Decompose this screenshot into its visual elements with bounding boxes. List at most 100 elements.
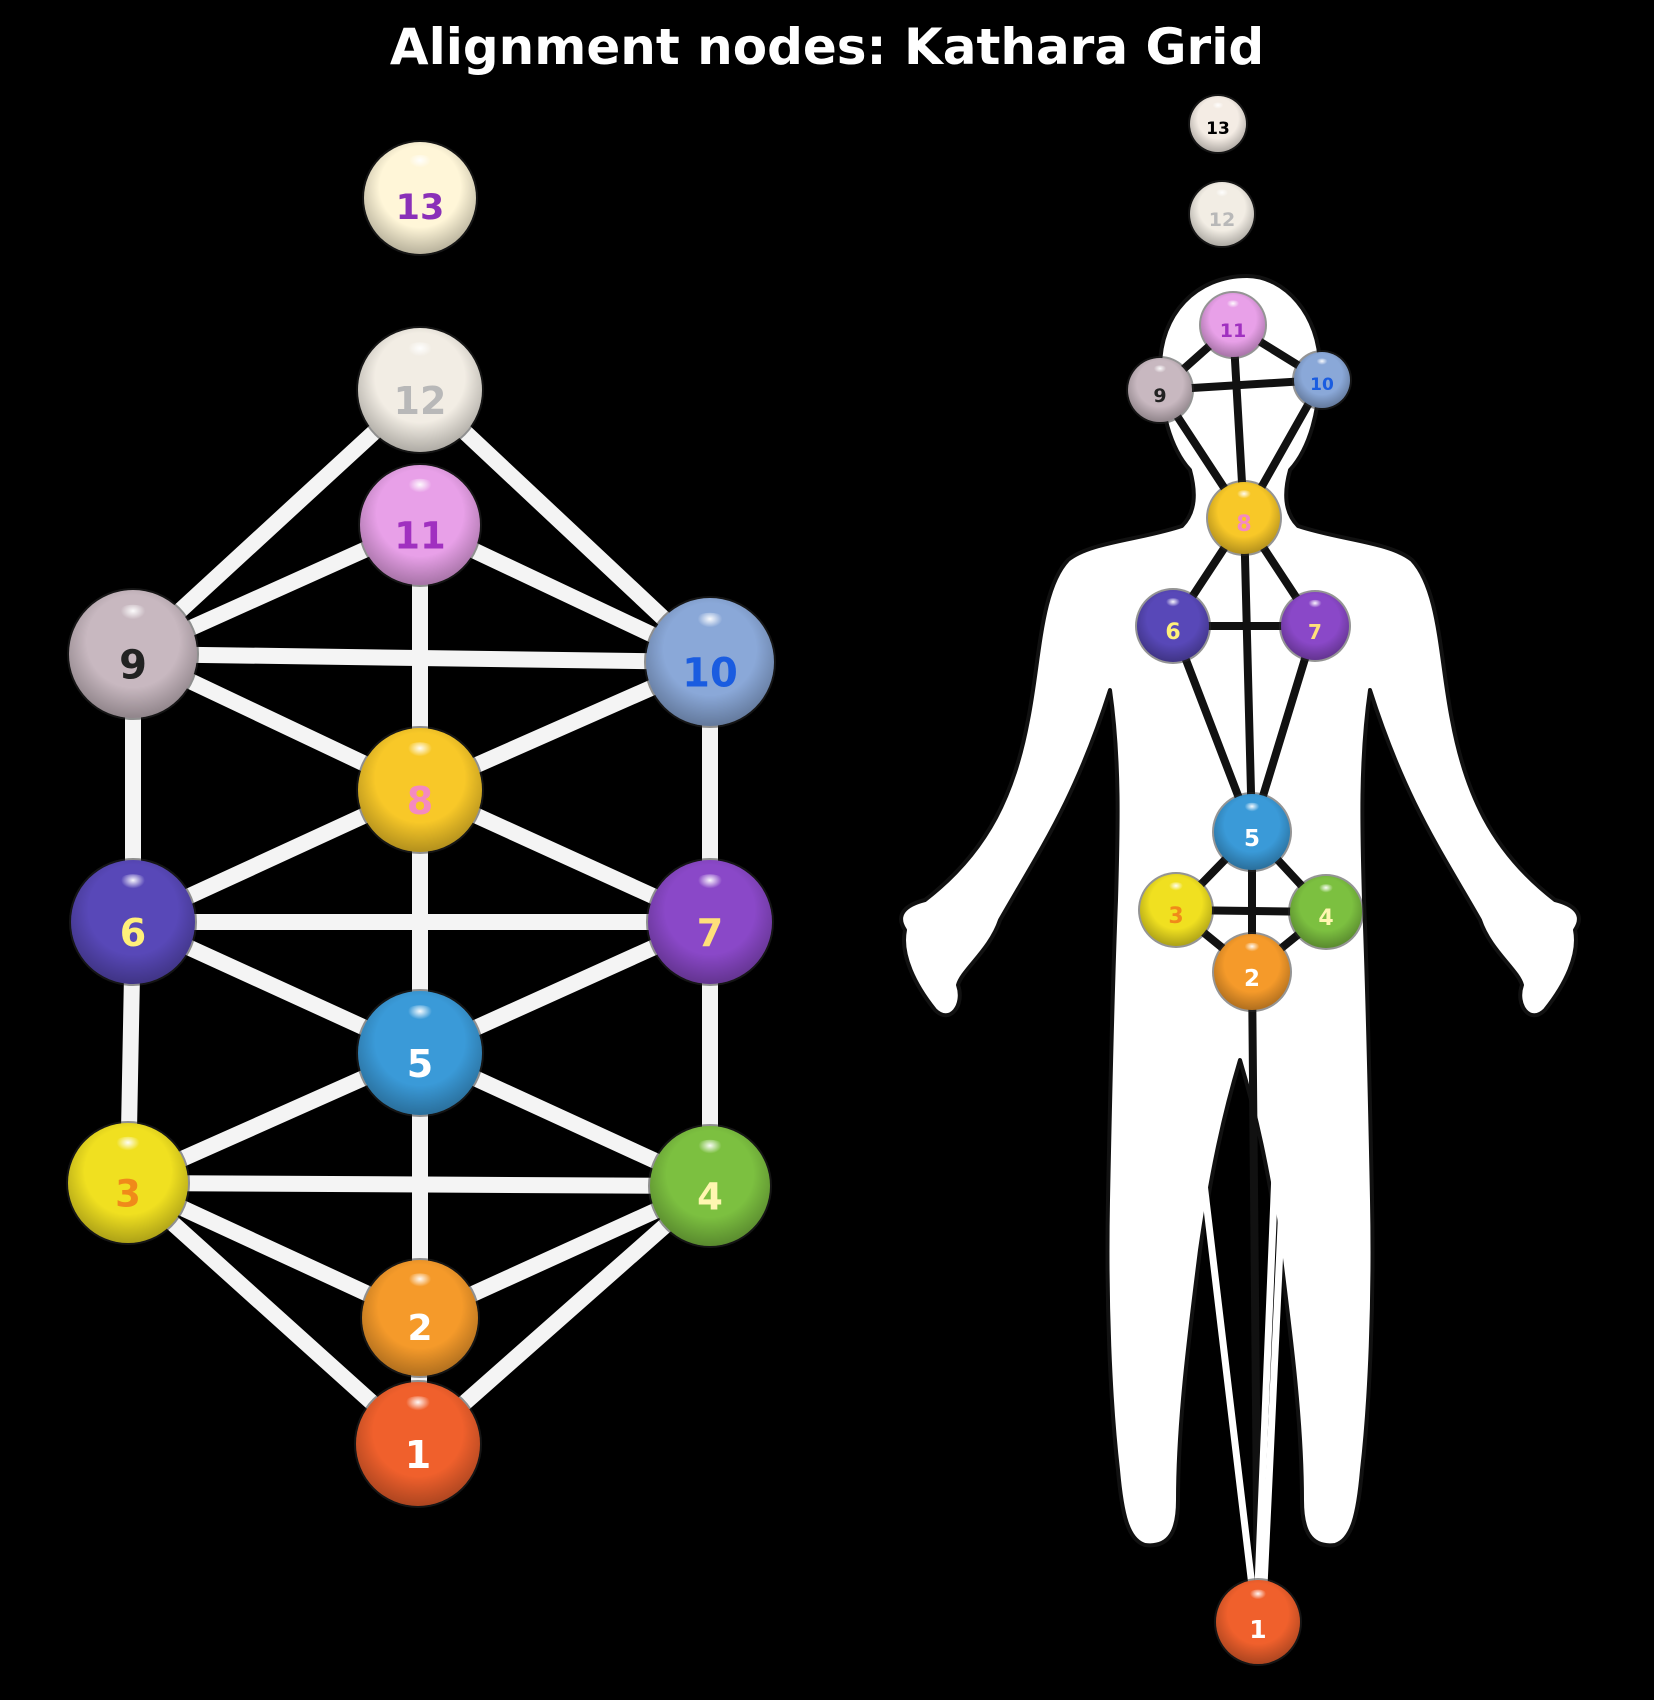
node-highlight [1161, 598, 1185, 615]
node-shade [1214, 794, 1290, 870]
node-highlight [108, 1136, 148, 1164]
node-shade [1190, 182, 1254, 246]
grid-node-label: 12 [394, 379, 447, 423]
body-node-5: 5 [1212, 792, 1292, 872]
grid-node-1: 1 [354, 1380, 482, 1508]
grid-node-label: 4 [697, 1175, 723, 1218]
edge-9-10 [125, 646, 718, 670]
grid-node-label: 9 [119, 643, 147, 689]
node-highlight [1164, 882, 1188, 899]
edge-4-1 [410, 1178, 718, 1452]
node-highlight [1149, 365, 1171, 380]
node-shade [356, 1382, 480, 1506]
edge-8-5 [1240, 514, 1256, 836]
node-highlight [401, 1273, 439, 1299]
body-node-7: 7 [1279, 590, 1351, 662]
grid-node-13: 13 [362, 140, 478, 256]
body-node-label: 4 [1318, 906, 1333, 931]
body-node-label: 13 [1206, 119, 1230, 139]
node-shade [1281, 592, 1349, 660]
grid-node-9: 9 [67, 588, 199, 720]
grid-node-12: 12 [356, 326, 484, 454]
body-node-label: 3 [1168, 904, 1183, 929]
node-shade [362, 1260, 478, 1376]
grid-node-2: 2 [360, 1258, 480, 1378]
node-highlight [1239, 942, 1265, 960]
body-leg-lines [1178, 998, 1296, 1590]
node-highlight [402, 154, 438, 180]
grid-node-5: 5 [356, 989, 484, 1117]
node-shade [1140, 874, 1212, 946]
node-highlight [400, 478, 440, 506]
node-highlight [400, 342, 440, 370]
node-highlight [112, 604, 154, 633]
grid-node-label: 1 [405, 1433, 431, 1477]
node-highlight [690, 874, 730, 902]
body-node-1: 1 [1214, 1578, 1302, 1666]
node-shade [69, 590, 197, 718]
edge-3-4 [120, 1175, 718, 1194]
body-node-label: 2 [1244, 966, 1260, 992]
body-node-11: 11 [1199, 291, 1267, 359]
node-highlight [1304, 599, 1326, 615]
grid-node-6: 6 [69, 858, 197, 986]
node-shade [1290, 876, 1362, 948]
grid-node-label: 11 [394, 514, 446, 557]
node-shade [1294, 352, 1350, 408]
node-shade [1208, 482, 1280, 554]
grid-node-label: 5 [407, 1042, 433, 1086]
node-shade [358, 728, 482, 852]
page-title: Alignment nodes: Kathara Grid [389, 18, 1265, 76]
grid-node-4: 4 [648, 1124, 772, 1248]
node-highlight [1314, 884, 1338, 901]
node-shade [1137, 590, 1209, 662]
body-node-label: 8 [1236, 512, 1251, 537]
grid-node-7: 7 [646, 858, 774, 986]
node-highlight [400, 1005, 440, 1033]
edge-12-10 [412, 382, 718, 670]
body-node-label: 5 [1244, 826, 1260, 852]
leg-line [1260, 998, 1296, 1590]
grid-node-11: 11 [358, 463, 482, 587]
body-node-3: 3 [1138, 872, 1214, 948]
node-highlight [113, 874, 153, 902]
node-shade [68, 1123, 188, 1243]
body-node-label: 7 [1308, 620, 1322, 644]
node-shade [1216, 1580, 1300, 1664]
node-highlight [1313, 358, 1331, 371]
leg-line [1178, 998, 1256, 1590]
body-node-8: 8 [1206, 480, 1282, 556]
node-highlight [690, 1139, 730, 1167]
edge-3-1 [120, 1175, 426, 1452]
body-node-10: 10 [1292, 350, 1352, 410]
node-shade [646, 598, 774, 726]
body-node-label: 9 [1153, 385, 1166, 407]
node-highlight [1244, 1589, 1272, 1609]
grid-node-label: 6 [120, 911, 146, 955]
node-shade [358, 991, 482, 1115]
body-node-6: 6 [1135, 588, 1211, 664]
body-node-9: 9 [1126, 356, 1194, 424]
node-shade [360, 465, 480, 585]
node-shade [650, 1126, 770, 1246]
node-shade [1214, 934, 1290, 1010]
node-shade [358, 328, 482, 452]
node-shade [1128, 358, 1192, 422]
grid-node-label: 2 [407, 1308, 432, 1349]
node-highlight [1211, 189, 1233, 204]
node-shade [364, 142, 476, 254]
node-shade [1190, 96, 1246, 152]
body-node-label: 10 [1310, 375, 1334, 395]
node-shade [71, 860, 195, 984]
body-node-label: 6 [1165, 620, 1180, 645]
body-node-label: 12 [1209, 209, 1235, 231]
grid-node-label: 10 [682, 651, 738, 697]
body-node-label: 11 [1220, 320, 1246, 342]
leg-line [1254, 998, 1286, 1590]
grid-node-3: 3 [66, 1121, 190, 1245]
grid-node-label: 13 [396, 188, 445, 228]
body-node-13: 13 [1188, 94, 1248, 154]
